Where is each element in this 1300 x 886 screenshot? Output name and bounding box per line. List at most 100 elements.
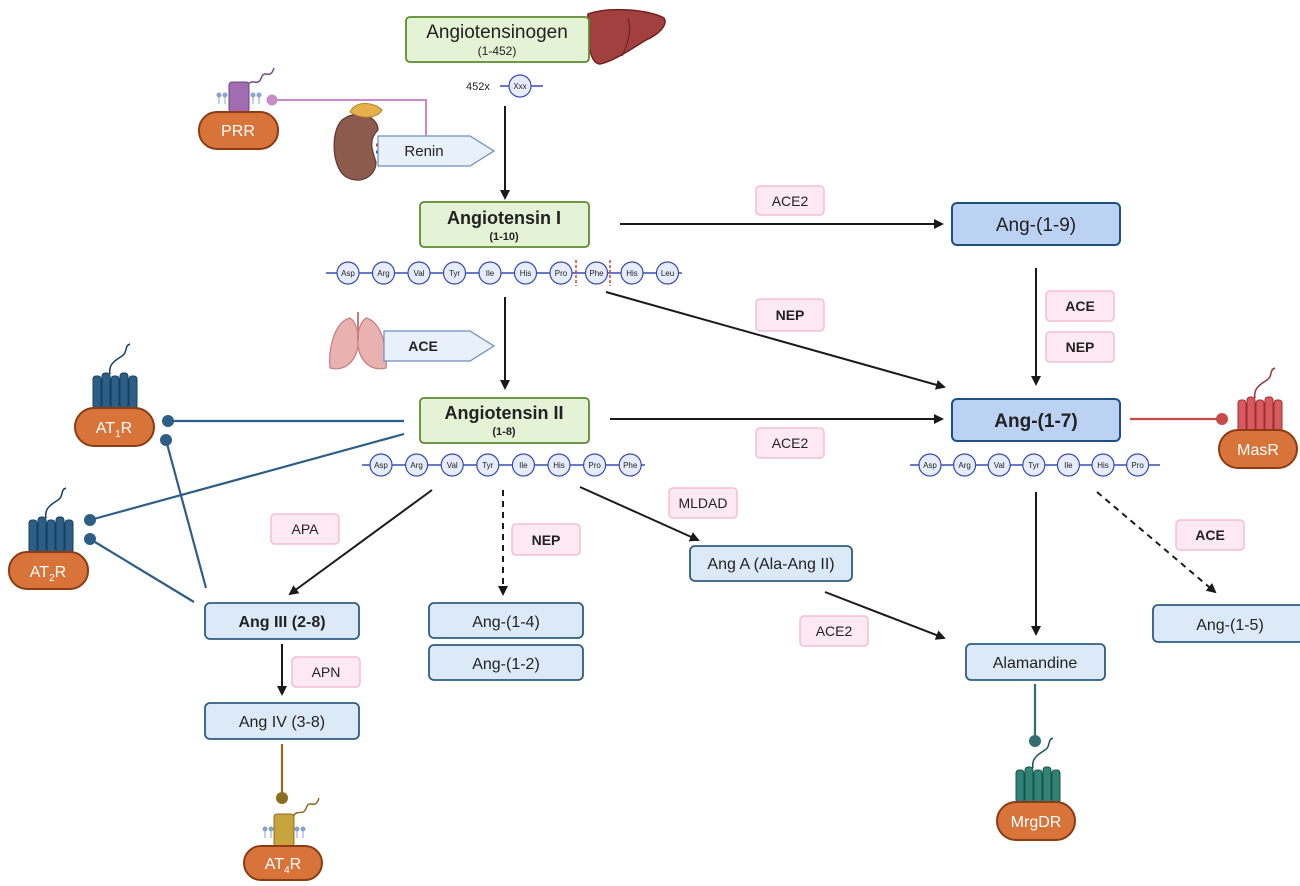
residue-label: Val (994, 461, 1005, 470)
mrgdr-label: MrgDR (1011, 814, 1062, 831)
at2r-binding-dot-1 (84, 514, 96, 526)
ace-right-label: ACE (1065, 298, 1095, 314)
residue-bead (1091, 453, 1115, 477)
renin-label: Renin (404, 143, 443, 160)
node-angiotensin-2: Angiotensin II (1-8) (419, 397, 590, 444)
residue-label: Arg (377, 269, 389, 278)
at4r-receptor: AT4R (243, 797, 323, 881)
residue-bead (513, 261, 538, 285)
ang-1-7-title: Ang-(1-7) (994, 411, 1077, 432)
residue-label: Val (447, 461, 458, 470)
mldad-label: MLDAD (678, 495, 727, 511)
residue-bead (336, 261, 360, 285)
at1r-receptor: AT1R (74, 343, 155, 447)
residue-bead (547, 453, 571, 477)
at1r-binding-dot-2 (160, 434, 172, 446)
at2r-binding-dot-2 (84, 533, 96, 545)
residue-label: His (553, 461, 565, 470)
ace2-top-label: ACE2 (772, 193, 809, 209)
residue-label: Xxx (513, 82, 526, 91)
ace-lung-label: ACE (408, 338, 438, 354)
angiotensin-2-range: (1-8) (492, 426, 516, 438)
node-angiotensin-1: Angiotensin I (1-10) (419, 201, 590, 248)
gpcr-icon (1237, 396, 1283, 434)
node-ang-1-9: Ang-(1-9) (951, 202, 1121, 246)
at1r-label: AT1R (96, 420, 132, 440)
node-ang-a: Ang A (Ala-Ang II) (689, 545, 853, 582)
node-ang-1-5: Ang-(1-5) (1152, 604, 1300, 643)
at1r-binding-dot-1 (162, 415, 174, 427)
residue-label: Ile (1064, 461, 1073, 470)
residue-bead (440, 453, 464, 477)
node-ang-1-7: Ang-(1-7) (951, 398, 1121, 442)
ang-1-2-title: Ang-(1-2) (472, 656, 540, 673)
membrane-icon (216, 92, 262, 104)
nep-mid-label: NEP (776, 307, 805, 323)
kidney-icon (333, 103, 392, 181)
residue-bead (407, 261, 431, 285)
residue-bead (511, 453, 536, 477)
lungs-icon (329, 312, 387, 370)
at4r-binding-dot (276, 792, 288, 804)
connectors (277, 106, 1217, 696)
at2r-receptor: AT2R (8, 487, 89, 590)
masr-label: MasR (1237, 442, 1279, 459)
ang-3-title: Ang III (2-8) (238, 614, 325, 631)
residue-bead (582, 453, 607, 477)
arrow-ang1-to-ang17 (605, 291, 946, 390)
residue-bead (476, 453, 500, 477)
ace2-mid-label: ACE2 (772, 435, 809, 451)
residue-label: Tyr (1028, 461, 1039, 470)
enzyme-apa: APA (270, 513, 340, 545)
enzyme-nep-low: NEP (511, 523, 581, 556)
residue-bead (405, 453, 429, 477)
residue-label: Val (414, 269, 425, 278)
angiotensinogen-range: (1-452) (478, 44, 517, 58)
arrow-ang2-to-ang3 (288, 489, 433, 596)
residue-label: Arg (410, 461, 422, 470)
residue-bead (655, 261, 680, 285)
residue-label: Tyr (449, 269, 460, 278)
receptor-links (84, 94, 1228, 804)
link-renin-prr (272, 99, 427, 136)
arrow-ang17-to-ang15 (1096, 491, 1217, 594)
enzyme-ace2-low: ACE2 (799, 615, 869, 647)
mrgdr-receptor: MrgDR (996, 737, 1076, 841)
node-alamandine: Alamandine (965, 643, 1106, 681)
enzyme-ace2-top: ACE2 (755, 185, 825, 216)
node-angiotensinogen: Angiotensinogen (1-452) (405, 16, 590, 63)
ang-1-4-title: Ang-(1-4) (472, 614, 540, 631)
node-ang-4: Ang IV (3-8) (204, 702, 360, 740)
enzyme-ace2-mid: ACE2 (755, 427, 825, 459)
enzyme-mldad: MLDAD (668, 487, 738, 519)
link-ang2-at2r (89, 432, 405, 522)
prr-binding-dot (266, 94, 278, 106)
angiotensinogen-title: Angiotensinogen (426, 22, 568, 43)
liver-icon (586, 8, 666, 65)
residue-bead (371, 261, 396, 285)
membrane-icon (262, 826, 306, 838)
residue-bead (1022, 453, 1046, 477)
nep-low-label: NEP (532, 532, 561, 548)
residue-bead (1056, 453, 1081, 477)
residue-bead (442, 261, 467, 285)
residue-label: Pro (588, 461, 601, 470)
ang-a-title: Ang A (Ala-Ang II) (707, 556, 834, 573)
residue-bead (618, 453, 642, 477)
arrow-ang2-to-angA (579, 486, 700, 542)
masr-receptor: MasR (1218, 367, 1298, 469)
residue-bead (584, 261, 609, 285)
residue-bead (918, 453, 942, 477)
gpcr-icon (28, 516, 74, 554)
ang-4-title: Ang IV (3-8) (239, 714, 325, 731)
agt-residue-count: 452x (466, 81, 490, 93)
ace-low-label: ACE (1195, 527, 1225, 543)
link-ang3-at1r (164, 439, 208, 589)
residue-label: Phe (589, 269, 604, 278)
apn-label: APN (312, 664, 341, 680)
